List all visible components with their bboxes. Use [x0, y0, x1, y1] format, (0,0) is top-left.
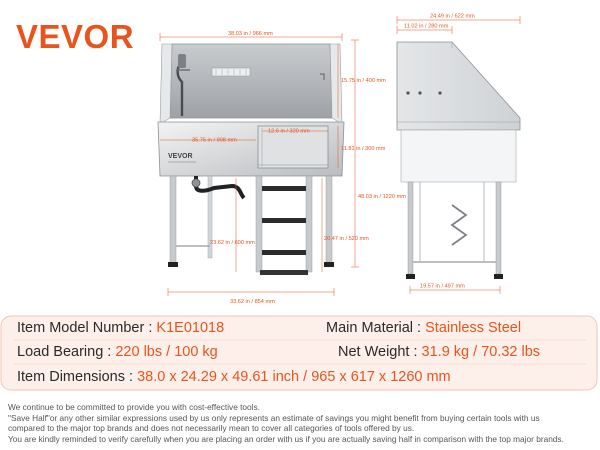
spec-model: Item Model Number : K1E01018 [17, 320, 224, 336]
tub-side-view [396, 41, 521, 279]
spec-dimensions: Item Dimensions : 38.0 x 24.29 x 49.61 i… [17, 369, 451, 385]
spec-weight: Net Weight : 31.9 kg / 70.32 lbs [338, 344, 540, 360]
spec-panel-background [0, 315, 598, 391]
disclaimer-line: compared to the major top brands and doe… [8, 423, 415, 434]
dim-side-top: 11.02 in / 280 mm [404, 24, 449, 30]
spec-dimensions-value: 38.0 x 24.29 x 49.61 inch / 965 x 617 x … [137, 369, 451, 385]
spec-model-label: Item Model Number : [17, 320, 157, 336]
spec-weight-label: Net Weight : [338, 344, 422, 360]
spec-material-value: Stainless Steel [425, 320, 522, 336]
spec-material-label: Main Material : [326, 320, 426, 336]
spec-model-value: K1E01018 [156, 320, 225, 336]
dim-total-height: 48.03 in / 1220 mm [358, 194, 406, 200]
disclaimer-line: You are kindly reminded to verify carefu… [8, 433, 564, 444]
dim-back-height-in: 15.75 in / 400 mm [341, 78, 386, 84]
dim-leg-height: 20.47 in / 520 mm [324, 236, 369, 242]
spec-panel: Item Model Number : K1E01018 Main Materi… [0, 314, 600, 394]
product-diagram: VEVOR 38.03 in / 966 mm 35.7 [157, 14, 521, 305]
vevor-logo: VEVOR [16, 18, 135, 55]
dim-side-base: 19.57 in / 497 mm [420, 284, 465, 290]
dim-door-height: 11.81 in / 300 mm [341, 146, 386, 152]
tub-front-view: VEVOR [157, 43, 345, 275]
dim-front-width: 38.03 in / 966 mm [228, 31, 273, 37]
front-dimension-lines [159, 33, 359, 296]
spec-dimensions-label: Item Dimensions : [17, 369, 138, 385]
disclaimer-line: "Save Half"or any other similar expressi… [8, 412, 540, 423]
dim-step-height: 23.62 in / 600 mm [210, 240, 255, 246]
dim-base-width: 33.62 in / 854 mm [230, 299, 275, 305]
front-plate-logo: VEVOR [168, 153, 193, 160]
dim-side-depth: 24.49 in / 622 mm [430, 14, 475, 20]
side-dimension-lines [396, 16, 521, 294]
spec-load: Load Bearing : 220 lbs / 100 kg [17, 344, 218, 360]
spec-weight-value: 31.9 kg / 70.32 lbs [421, 344, 541, 360]
spec-load-label: Load Bearing : [17, 344, 116, 360]
disclaimer-line: We continue to be committed to provide y… [8, 402, 260, 412]
dim-door-width: 12.6 in / 320 mm [268, 129, 310, 135]
disclaimer: We continue to be committed to provide y… [8, 402, 598, 444]
spec-load-value: 220 lbs / 100 kg [115, 344, 218, 360]
dim-inner-width: 35.75 in / 908 mm [192, 138, 237, 144]
spec-material: Main Material : Stainless Steel [326, 320, 521, 336]
